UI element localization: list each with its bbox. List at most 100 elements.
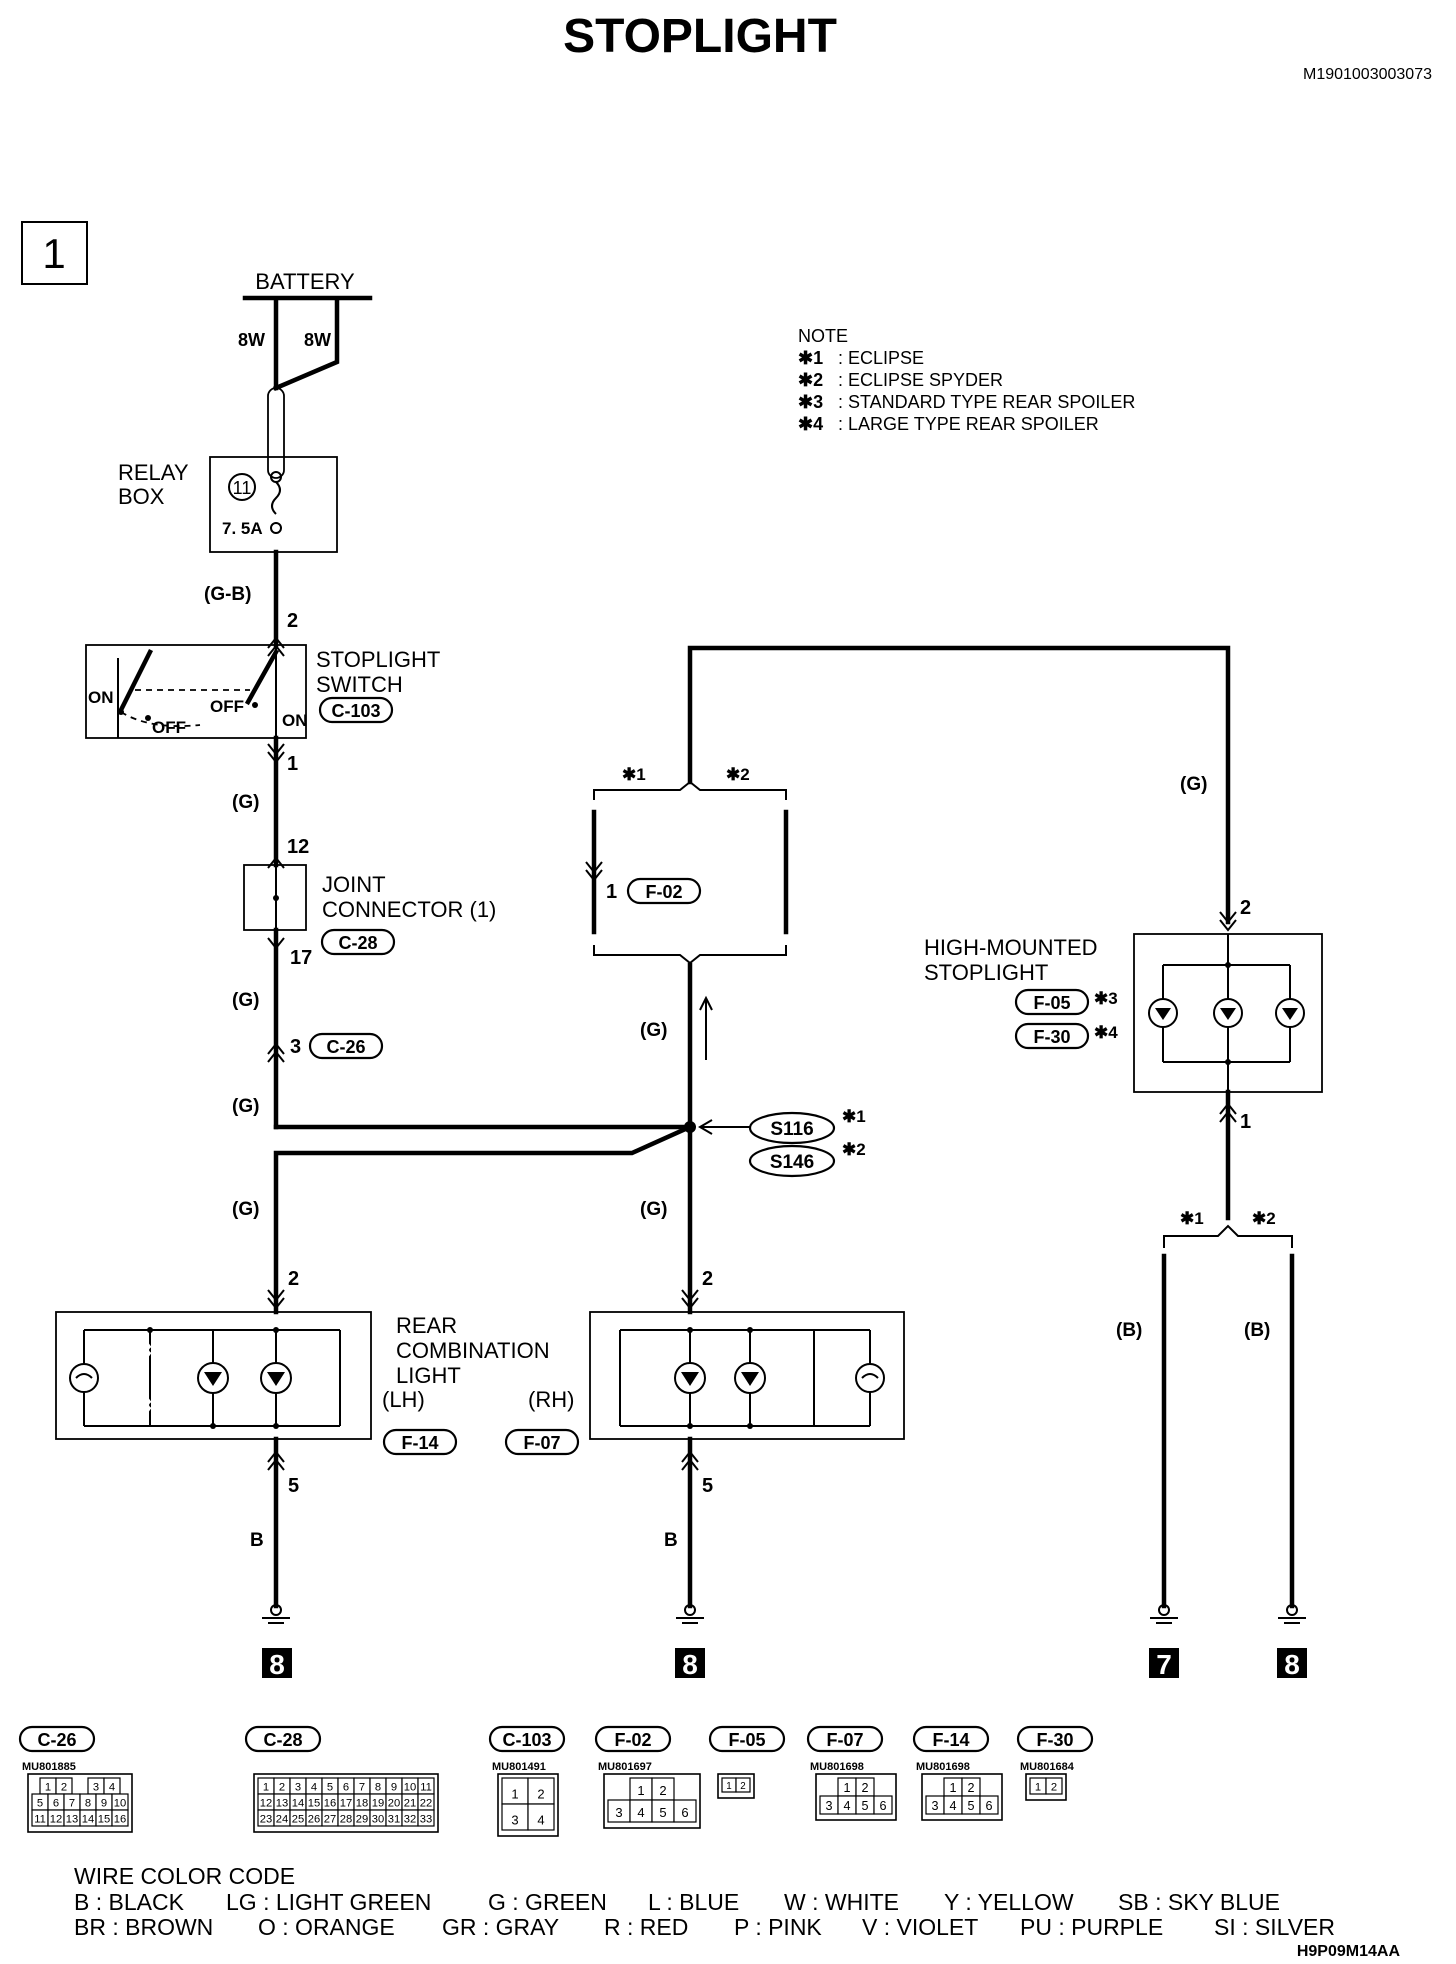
connector-pin-number: 2 xyxy=(1051,1781,1057,1793)
connector-pin-number: 6 xyxy=(681,1805,688,1820)
bus-node xyxy=(1225,962,1231,968)
splice-id: S116 xyxy=(770,1119,813,1140)
arrow-icon xyxy=(699,995,713,1011)
bus-node xyxy=(147,1327,153,1333)
bulb-filament xyxy=(861,1373,879,1379)
high-mounted-label: STOPLIGHT xyxy=(924,960,1048,985)
pin-number: 5 xyxy=(702,1475,713,1497)
connector-pin-number: 4 xyxy=(537,1812,544,1827)
connector-pin-number: 2 xyxy=(279,1781,285,1793)
note-block: NOTE ✱1 : ECLIPSE ✱2 : ECLIPSE SPYDER ✱3… xyxy=(798,326,1135,434)
connector-chevron xyxy=(1219,911,1237,924)
fusible-link xyxy=(267,387,285,479)
connector-view-tag xyxy=(594,1725,672,1753)
connector-pin-number: 1 xyxy=(511,1786,518,1801)
relay-box xyxy=(209,456,338,553)
pin-number: 1 xyxy=(287,753,298,775)
pin-number: 12 xyxy=(287,836,309,858)
connector-pin-number: 8 xyxy=(85,1797,91,1809)
connector-pin-cell xyxy=(527,1777,555,1805)
connector-pin-cell xyxy=(417,1809,435,1827)
switch-off-label: OFF xyxy=(210,697,244,716)
connector-chevron xyxy=(681,1289,699,1302)
connector-view-id: F-02 xyxy=(614,1730,651,1750)
connector-pin-number: 2 xyxy=(740,1781,745,1792)
page-number: 1 xyxy=(42,230,65,277)
led-diode xyxy=(681,1372,699,1386)
wire-color-label: (G) xyxy=(232,1199,259,1220)
pin-number: 1 xyxy=(606,881,617,903)
relay-box-label: BOX xyxy=(118,484,165,509)
wire-color-entry: Y : YELLOW xyxy=(944,1889,1074,1915)
connector-pin-number: 2 xyxy=(967,1781,974,1795)
fuse-terminal xyxy=(270,522,282,534)
connector-pin-number: 5 xyxy=(967,1799,974,1813)
connector-view-id: C-103 xyxy=(502,1730,551,1750)
connector-view-tag xyxy=(488,1725,566,1753)
connector-body xyxy=(921,1773,1003,1821)
wire-to-high-mounted xyxy=(687,645,1231,925)
connector-id: F-07 xyxy=(523,1433,560,1453)
variant-mark: ✱2 xyxy=(842,1140,866,1159)
connector-pin-number: 14 xyxy=(82,1813,94,1825)
connector-chevron xyxy=(267,636,285,649)
connector-pin-number: 3 xyxy=(93,1781,99,1793)
connector-part-number: MU801684 xyxy=(1020,1761,1075,1773)
connector-pin-number: 6 xyxy=(879,1799,886,1813)
connector-chevron xyxy=(681,1297,699,1310)
wire-color-entry: SI : SILVER xyxy=(1214,1914,1335,1940)
connector-view-tag xyxy=(1016,1725,1094,1753)
connector-chevron xyxy=(267,1042,285,1055)
connector-pin-number: 11 xyxy=(34,1813,46,1825)
connector-pin-number: 5 xyxy=(327,1781,333,1793)
wire-color-label: B xyxy=(250,1530,264,1551)
bus-node xyxy=(747,1423,753,1429)
bulb-icon xyxy=(69,1363,99,1393)
variant-mark: ✱1 xyxy=(1180,1209,1204,1228)
note-heading: NOTE xyxy=(798,326,848,346)
connector-pin-number: 17 xyxy=(340,1797,352,1809)
wire-color-label: (G) xyxy=(232,990,259,1011)
connector-chevron xyxy=(1219,1110,1237,1123)
connector-pin-number: 26 xyxy=(308,1813,320,1825)
led-diode xyxy=(741,1372,759,1386)
connector-chevron xyxy=(1219,919,1237,932)
option-bracket xyxy=(593,945,787,965)
variant-mark: ✱3 xyxy=(1094,989,1118,1008)
stoplight-switch-label: STOPLIGHT xyxy=(316,647,440,672)
connector-tag xyxy=(308,1032,384,1060)
variant-mark: ✱2 xyxy=(1252,1209,1276,1228)
connector-body xyxy=(603,1773,701,1829)
switch-terminal xyxy=(145,715,151,721)
pin-number: 17 xyxy=(290,947,312,969)
connector-pin-number: 1 xyxy=(843,1781,850,1795)
pin-number: 2 xyxy=(1240,897,1251,919)
ground-point-box xyxy=(1149,1648,1179,1678)
connector-view-tag xyxy=(244,1725,322,1753)
side-label-lh: (LH) xyxy=(382,1387,425,1412)
rear-combination-label: LIGHT xyxy=(396,1363,461,1388)
wire-color-entry: LG : LIGHT GREEN xyxy=(226,1889,431,1915)
pin-number: 2 xyxy=(287,610,298,632)
wire-color-entry: R : RED xyxy=(604,1914,688,1940)
page-number-box xyxy=(21,221,88,285)
connector-pin-number: 21 xyxy=(404,1797,416,1809)
bus-gap xyxy=(144,1342,152,1413)
connector-pin-number: 16 xyxy=(324,1797,336,1809)
connector-pin-number: 6 xyxy=(985,1799,992,1813)
connector-body xyxy=(27,1773,133,1833)
bus-node xyxy=(687,1423,693,1429)
connector-view-id: C-26 xyxy=(37,1730,76,1750)
connector-body xyxy=(497,1773,559,1837)
note-mark: ✱4 xyxy=(798,414,823,434)
connector-pin-number: 33 xyxy=(420,1813,432,1825)
led-diode xyxy=(1220,1008,1236,1020)
connector-pin-number: 16 xyxy=(114,1813,126,1825)
led-diode xyxy=(267,1372,285,1386)
connector-pin-number: 4 xyxy=(843,1799,850,1813)
connector-view-id: F-30 xyxy=(1036,1730,1073,1750)
connector-tag xyxy=(320,928,396,956)
variant-mark: ✱2 xyxy=(726,765,750,784)
wire-color-entry: L : BLUE xyxy=(648,1889,739,1915)
